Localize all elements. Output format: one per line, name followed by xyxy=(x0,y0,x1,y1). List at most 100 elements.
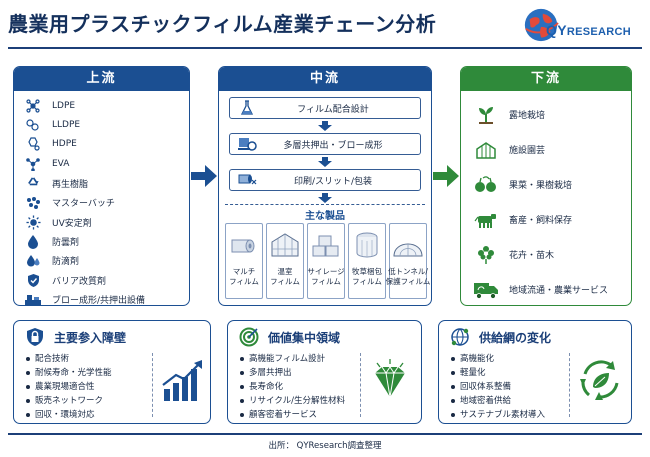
panel-title: 主要参入障壁 xyxy=(54,330,127,345)
panel-item: 高機能化 xyxy=(451,352,545,366)
upstream-item: EVA xyxy=(24,154,189,173)
film-roll-icon xyxy=(230,172,264,188)
upstream-item: バリア改質剤 xyxy=(24,271,189,290)
cow-icon xyxy=(473,209,499,231)
panel-item: 多層共押出 xyxy=(240,366,345,380)
panel-item: 配合技術 xyxy=(26,352,112,366)
upstream-item-label: バリア改質剤 xyxy=(52,276,107,287)
downstream-item: 花卉・苗木 xyxy=(473,237,631,272)
downstream-item-label: 花卉・苗木 xyxy=(509,251,555,261)
product-label: 牧草梱包 フィルム xyxy=(352,267,382,286)
downstream-column: 下流 露地栽培 施設園芸 果菜・果樹栽培 畜産・飼料保存 花卉・苗木 地域流通・… xyxy=(460,66,632,306)
downstream-heading: 下流 xyxy=(461,67,631,91)
entry-barriers-panel: 主要参入障壁 配合技術 耐候寿命・光学性能 農業現場適合性 販売ネットワーク 回… xyxy=(13,320,211,424)
mulch-roll-icon xyxy=(227,227,261,263)
divider xyxy=(360,353,361,417)
midstream-step: 印刷/スリット/包装 xyxy=(229,169,421,191)
upstream-item: HDPE xyxy=(24,135,189,154)
recycle-icon xyxy=(24,175,42,191)
product-card: マルチ フィルム xyxy=(225,223,263,299)
downstream-item-label: 果菜・果樹栽培 xyxy=(509,181,573,191)
divider xyxy=(225,204,425,205)
panel-item: 耐候寿命・光学性能 xyxy=(26,366,112,380)
downstream-item: 果菜・果樹栽培 xyxy=(473,167,631,202)
product-card: 牧草梱包 フィルム xyxy=(348,223,386,299)
panel-list: 配合技術 耐候寿命・光学性能 農業現場適合性 販売ネットワーク 回収・環境対応 xyxy=(26,352,112,422)
down-arrow-icon xyxy=(318,121,332,131)
sun-icon xyxy=(24,214,42,230)
upstream-column: 上流 LDPE LLDPE HDPE EVA 再生樹脂 マスターバッチ UV安定… xyxy=(13,66,190,306)
panel-item: 回収・環境対応 xyxy=(26,408,112,422)
products-heading: 主な製品 xyxy=(305,211,345,222)
panel-item: サステナブル素材導入 xyxy=(451,408,545,422)
upstream-item-label: LDPE xyxy=(52,100,76,111)
shield-icon xyxy=(24,272,42,288)
upstream-item: UV安定剤 xyxy=(24,212,189,231)
down-arrow-icon xyxy=(318,157,332,167)
target-icon xyxy=(238,326,260,348)
upstream-item-label: 防滴剤 xyxy=(52,257,80,268)
logo-text-sub: RESEARCH xyxy=(566,26,631,38)
product-card: 温室 フィルム xyxy=(266,223,304,299)
panel-item: 販売ネットワーク xyxy=(26,394,112,408)
recycle-leaf-icon xyxy=(580,360,619,400)
title-rule xyxy=(8,47,642,49)
flow-arrow-mid-to-down xyxy=(433,165,459,187)
panel-item: 高機能フィルム設計 xyxy=(240,352,345,366)
panel-item: 軽量化 xyxy=(451,366,545,380)
downstream-item-label: 畜産・飼料保存 xyxy=(509,216,573,226)
downstream-item: 地域流通・農業サービス xyxy=(473,272,631,305)
downstream-list: 露地栽培 施設園芸 果菜・果樹栽培 畜産・飼料保存 花卉・苗木 地域流通・農業サ… xyxy=(461,91,631,305)
molecule-chain-icon xyxy=(24,117,42,133)
upstream-item: 再生樹脂 xyxy=(24,174,189,193)
page-title: 農業用プラスチックフィルム産業チェーン分析 xyxy=(8,12,437,36)
panel-list: 高機能化 軽量化 回収体系整備 地域密着供給 サステナブル素材導入 xyxy=(451,352,545,422)
truck-icon xyxy=(473,279,499,301)
product-label: 低トンネル/ 保護フィルム xyxy=(385,267,431,286)
drop-icon xyxy=(24,233,42,249)
upstream-item: 防曇剤 xyxy=(24,232,189,251)
silage-bales-icon xyxy=(309,227,343,263)
network-molecule-icon xyxy=(24,156,42,172)
flow-arrow-up-to-mid xyxy=(191,165,217,187)
product-label: マルチ フィルム xyxy=(229,267,259,286)
product-list: マルチ フィルム 温室 フィルム サイレージ フィルム 牧草梱包 フィルム 低ト… xyxy=(225,223,430,299)
midstream-step-label: 印刷/スリット/包装 xyxy=(293,176,373,187)
logo-text-main: QY xyxy=(546,22,567,38)
flower-icon xyxy=(473,244,499,266)
network-globe-icon xyxy=(449,326,471,348)
panel-item: 地域密着供給 xyxy=(451,394,545,408)
panel-title: 供給網の変化 xyxy=(479,330,552,345)
flask-icon xyxy=(230,100,264,116)
upstream-item-label: マスターバッチ xyxy=(52,199,115,210)
midstream-column: 中流 フィルム配合設計 多層共押出・ブロー成形 印刷/スリット/包装 主な製品 … xyxy=(218,66,432,306)
hexagon-molecule-icon xyxy=(24,136,42,152)
product-label: 温室 フィルム xyxy=(270,267,300,286)
diamond-icon xyxy=(375,359,405,398)
upstream-item: LLDPE xyxy=(24,115,189,134)
midstream-step: フィルム配合設計 xyxy=(229,97,421,119)
midstream-step-label: フィルム配合設計 xyxy=(297,104,369,115)
upstream-item-label: UV安定剤 xyxy=(52,218,92,229)
downstream-item: 施設園芸 xyxy=(473,132,631,167)
divider xyxy=(569,353,570,417)
panel-list: 高機能フィルム設計 多層共押出 長寿命化 リサイクル/生分解性材料 顧客密着サー… xyxy=(240,352,345,422)
downstream-item: 露地栽培 xyxy=(473,97,631,132)
tunnel-icon xyxy=(391,227,425,263)
fruit-icon xyxy=(473,174,499,196)
upstream-item-label: LLDPE xyxy=(52,120,81,131)
product-card: サイレージ フィルム xyxy=(307,223,345,299)
molecule-icon xyxy=(24,98,42,114)
upstream-item-label: ブロー成形/共押出設備 xyxy=(52,296,146,306)
product-label: サイレージ フィルム xyxy=(307,267,345,286)
upstream-item-label: EVA xyxy=(52,158,70,169)
value-concentration-panel: 価値集中領域 高機能フィルム設計 多層共押出 長寿命化 リサイクル/生分解性材料… xyxy=(227,320,422,424)
upstream-heading: 上流 xyxy=(14,67,189,91)
extruder-icon xyxy=(230,136,264,152)
downstream-item-label: 施設園芸 xyxy=(509,146,546,156)
source-note: 出所： QYResearch調査整理 xyxy=(268,441,382,451)
upstream-item: 防滴剤 xyxy=(24,251,189,270)
midstream-step: 多層共押出・ブロー成形 xyxy=(229,133,421,155)
downstream-item-label: 露地栽培 xyxy=(509,111,546,121)
upstream-list: LDPE LLDPE HDPE EVA 再生樹脂 マスターバッチ UV安定剤 xyxy=(14,91,189,306)
